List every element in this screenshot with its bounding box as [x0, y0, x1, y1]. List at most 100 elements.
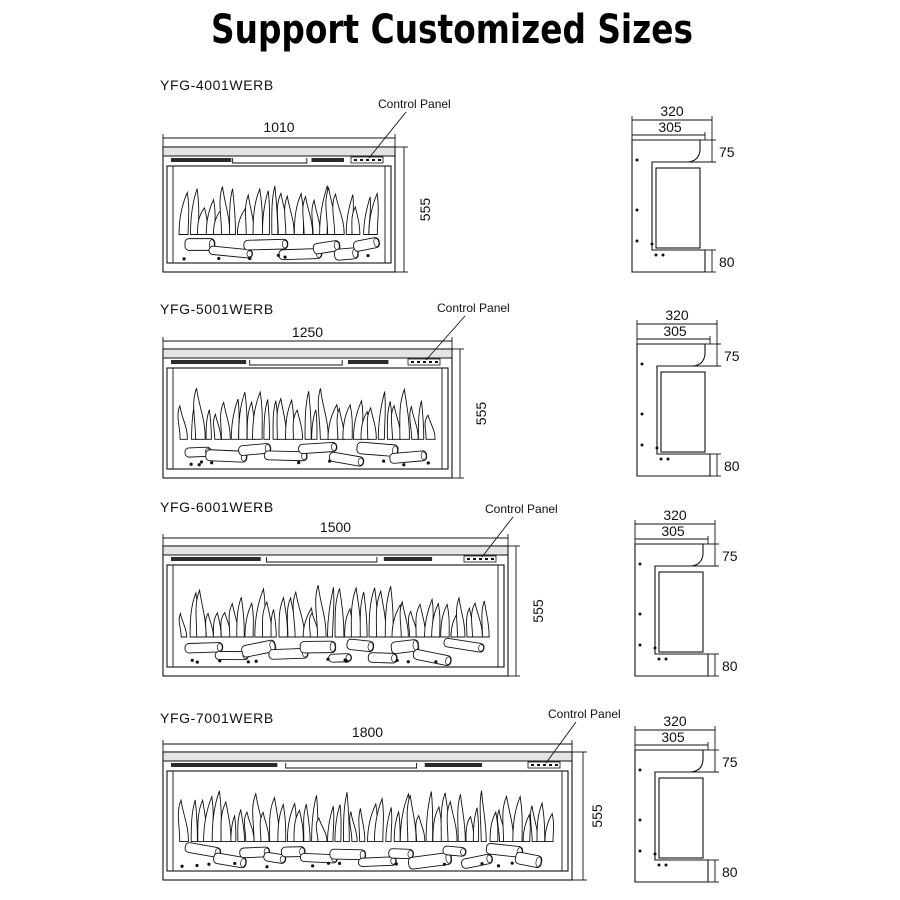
control-button — [485, 558, 488, 560]
control-button — [417, 361, 420, 363]
flame — [229, 188, 237, 235]
log — [442, 845, 467, 857]
top-trim — [164, 547, 507, 555]
control-panel-label: Control Panel — [437, 301, 510, 315]
flame — [385, 807, 393, 843]
log — [298, 441, 338, 454]
mounting-point — [664, 657, 668, 661]
control-button — [411, 361, 414, 363]
flame — [303, 804, 311, 843]
control-button — [354, 159, 357, 161]
flame — [399, 600, 409, 638]
control-button — [372, 159, 375, 161]
flame — [358, 808, 366, 843]
log-end — [420, 451, 427, 461]
vent-strip — [424, 763, 483, 767]
side-depth-body-label: 305 — [661, 729, 685, 745]
ember — [199, 460, 204, 464]
control-button — [479, 558, 482, 560]
ember — [265, 865, 269, 869]
control-button — [378, 159, 381, 161]
ember — [248, 256, 252, 261]
side-firebox — [660, 371, 706, 453]
log-end — [460, 848, 466, 856]
log — [280, 846, 306, 858]
ember — [326, 657, 330, 661]
ember — [246, 660, 250, 664]
ember — [254, 659, 258, 663]
flame — [366, 406, 377, 440]
flame — [193, 387, 206, 440]
flame — [213, 412, 222, 440]
flame — [252, 390, 263, 440]
control-panel-leader-line — [368, 111, 407, 159]
model-name-label: YFG-5001WERB — [160, 301, 274, 317]
ember — [510, 861, 514, 865]
vent-strip — [347, 360, 389, 364]
flame — [261, 190, 271, 235]
heater-outlet — [266, 557, 378, 563]
mounting-point — [657, 863, 661, 867]
mounting-point — [661, 253, 665, 257]
flame — [440, 603, 450, 638]
flame — [177, 798, 189, 843]
top-trim-height-label: 75 — [722, 548, 738, 564]
mounting-point — [650, 242, 654, 246]
flame — [415, 814, 426, 843]
control-button — [429, 361, 432, 363]
flame — [178, 190, 190, 235]
control-button — [467, 558, 470, 560]
width-dimension-label: 1250 — [292, 324, 323, 340]
log — [346, 638, 375, 653]
log — [239, 846, 271, 859]
flame — [326, 587, 335, 638]
flame — [374, 796, 384, 843]
ember — [366, 253, 370, 258]
mounting-point — [635, 239, 639, 243]
mounting-point — [640, 443, 644, 447]
control-panel-label: Control Panel — [485, 502, 558, 516]
control-panel-leader-line — [481, 516, 514, 558]
ember — [276, 253, 280, 257]
vent-strip — [311, 158, 344, 162]
flame — [178, 611, 188, 638]
flame — [177, 404, 188, 440]
control-panel-label: Control Panel — [548, 707, 621, 721]
log — [461, 853, 493, 869]
mounting-point — [638, 849, 642, 853]
log-end — [445, 656, 452, 666]
mounting-point — [653, 646, 657, 650]
log — [334, 247, 359, 261]
flame — [244, 601, 254, 638]
side-depth-body-label: 305 — [658, 119, 682, 135]
flame — [349, 811, 358, 843]
ember — [218, 659, 222, 663]
flame — [399, 387, 410, 440]
side-depth-body-label: 305 — [661, 523, 685, 539]
vent-strip — [171, 360, 247, 364]
flame — [259, 811, 270, 843]
width-dimension-label: 1010 — [263, 119, 294, 135]
log-end — [478, 644, 484, 652]
log — [407, 852, 453, 870]
mounting-point — [635, 158, 639, 162]
flame — [237, 808, 245, 843]
ember — [180, 864, 184, 868]
ember — [480, 862, 484, 866]
flame — [431, 602, 441, 638]
ember — [434, 660, 438, 664]
flame — [284, 194, 295, 235]
vent-strip — [171, 763, 278, 767]
control-button — [491, 558, 494, 560]
log-end — [373, 238, 380, 247]
control-panel-leader-line — [425, 315, 466, 361]
log-end — [391, 654, 397, 663]
log — [358, 856, 397, 867]
vent-strip — [171, 158, 232, 162]
